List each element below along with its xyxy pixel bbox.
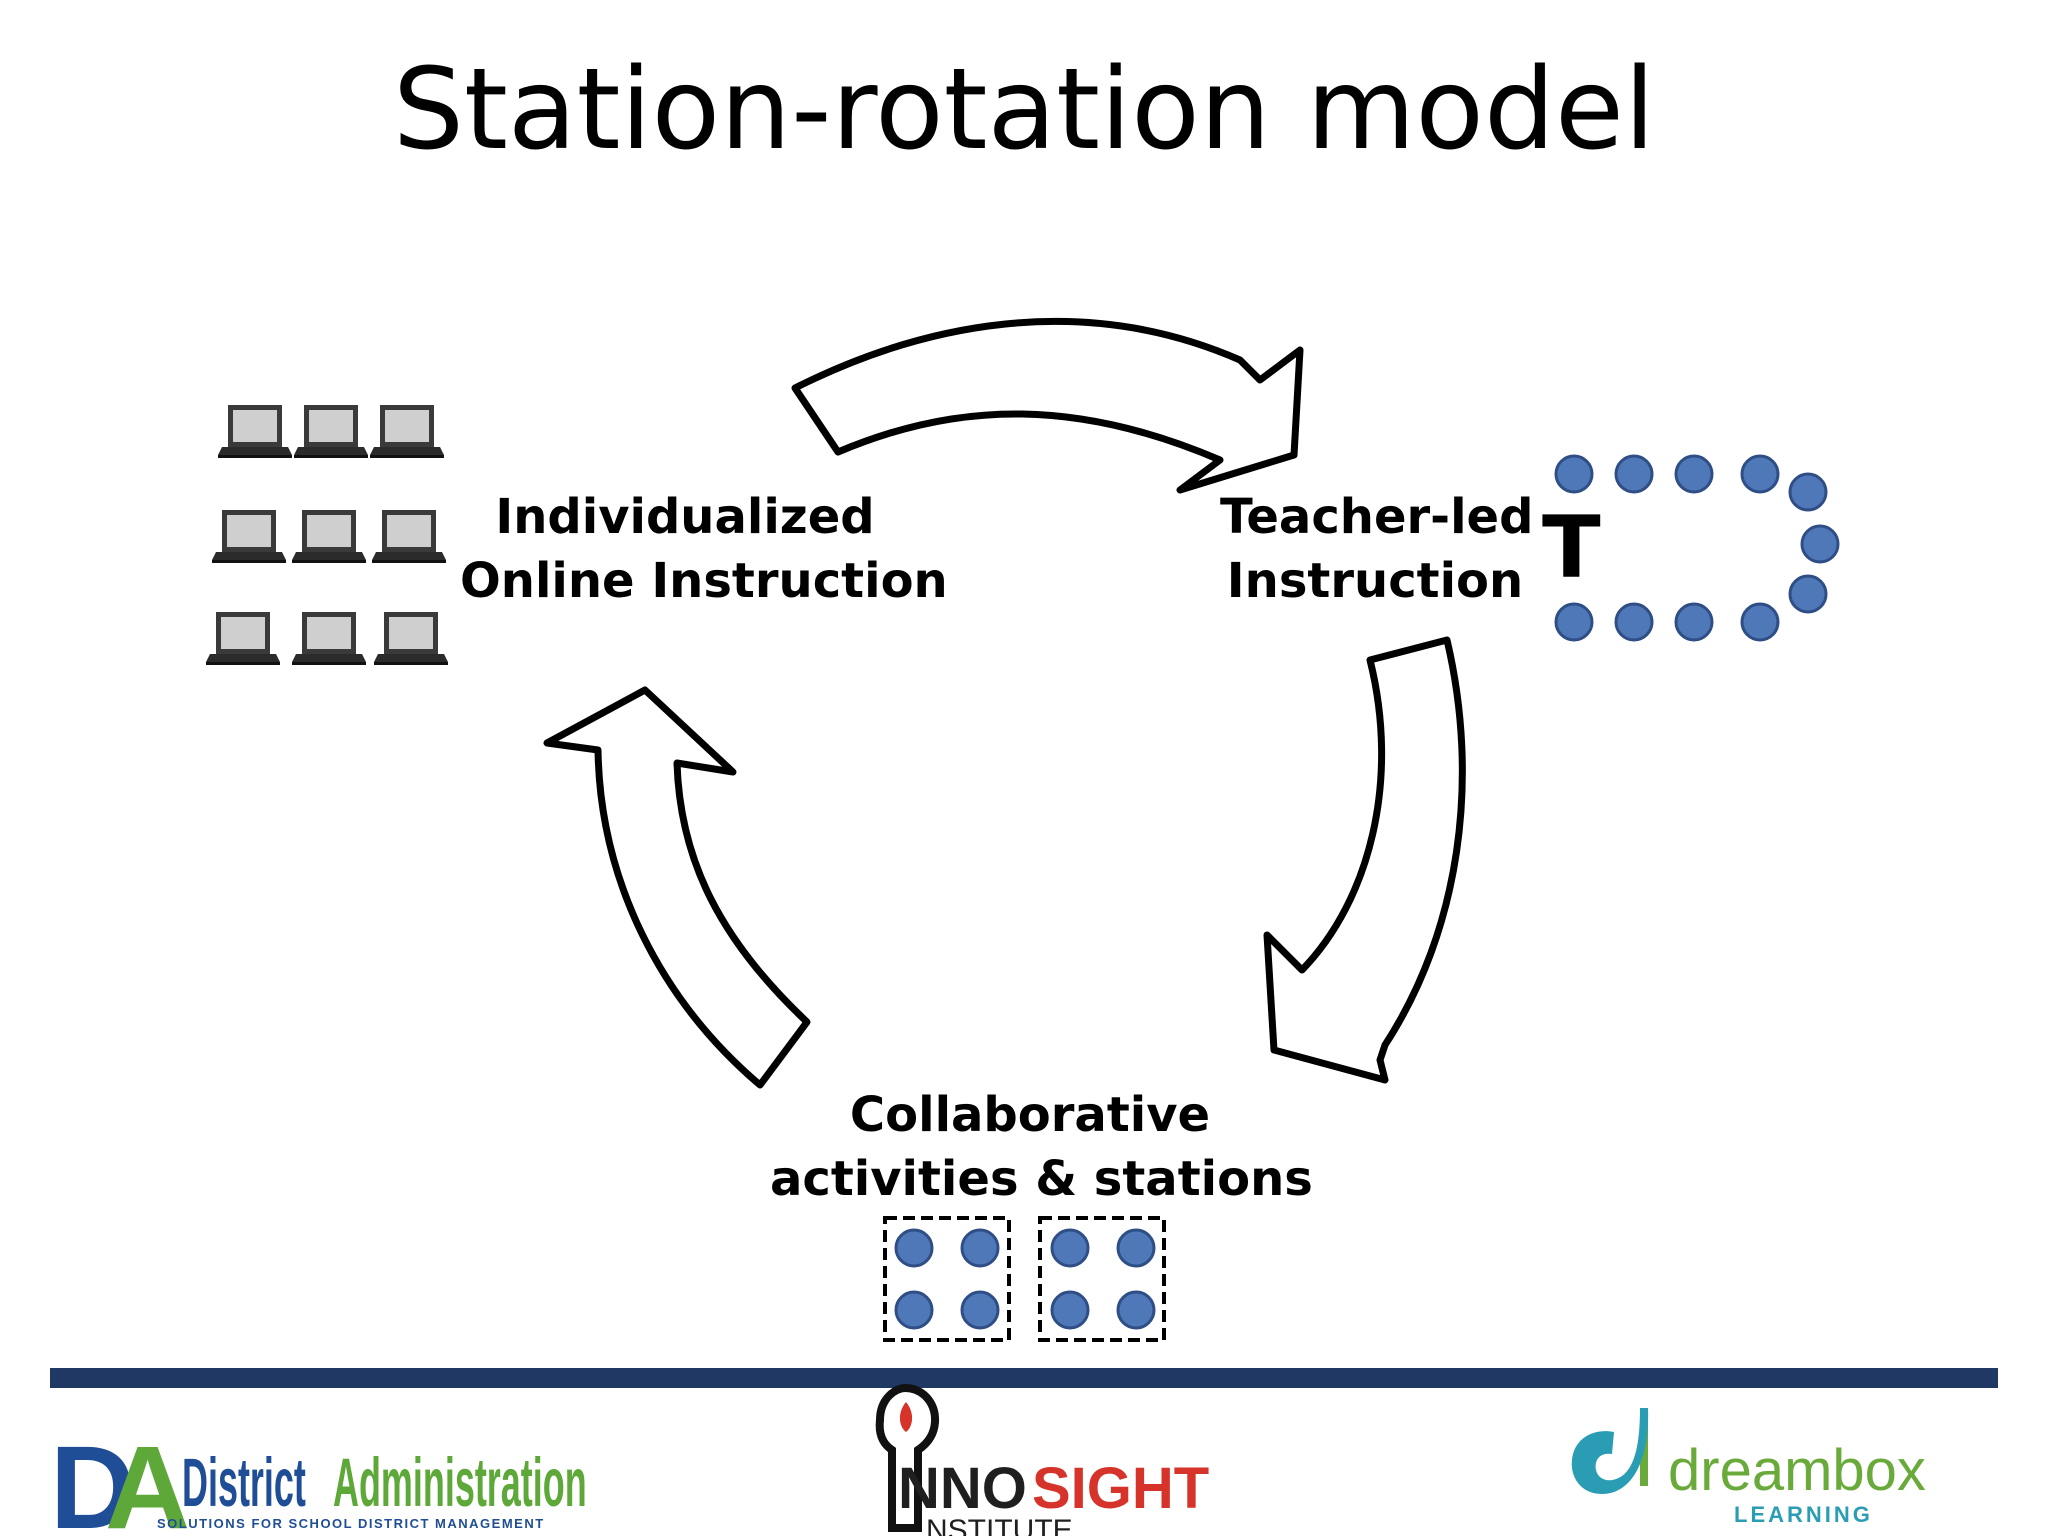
laptop-icon [294, 405, 368, 458]
station-box [883, 1216, 1011, 1342]
student-circle-icon [1116, 1228, 1156, 1268]
laptop-icon [374, 612, 448, 665]
student-circle-icon [1788, 574, 1828, 614]
slide-title: Station-rotation model [392, 45, 1656, 175]
student-circle-icon [1614, 454, 1654, 494]
svg-text:LEARNING: LEARNING [1734, 1502, 1873, 1527]
online-line1: Individualized [495, 489, 875, 545]
arrow-right-icon [1263, 636, 1466, 1084]
laptop-grid [206, 405, 448, 665]
laptop-icon [370, 405, 444, 458]
laptop-icon [212, 510, 286, 563]
student-circle-icon [1740, 602, 1780, 642]
student-circle-icon [1050, 1290, 1090, 1330]
collab-groups [883, 1216, 1166, 1342]
student-circle-icon [960, 1228, 1000, 1268]
svg-text:A: A [105, 1422, 188, 1536]
student-circle-icon [1116, 1290, 1156, 1330]
collaborative-label: Collaborative activities & stations [770, 1083, 1313, 1211]
collab-line1: Collaborative [849, 1087, 1211, 1143]
student-circle-icon [960, 1290, 1000, 1330]
student-circle-icon [1740, 454, 1780, 494]
district-administration-logo: D A District Administration SOLUTIONS FO… [50, 1422, 587, 1536]
svg-text:NNO: NNO [898, 1456, 1027, 1521]
svg-text:Administration: Administration [333, 1445, 587, 1521]
student-circle-icon [1788, 472, 1828, 512]
student-circle-icon [1800, 524, 1840, 564]
teacher-line2: Instruction [1226, 553, 1524, 609]
teacher-led-label: Teacher-led Instruction [1220, 485, 1534, 613]
arrow-left-icon [543, 686, 811, 1089]
student-circle-icon [1674, 602, 1714, 642]
teacher-line1: Teacher-led [1220, 489, 1534, 545]
laptop-icon [206, 612, 280, 665]
svg-text:SOLUTIONS FOR SCHOOL DISTRICT: SOLUTIONS FOR SCHOOL DISTRICT MANAGEMENT [157, 1516, 545, 1531]
footer-bar [50, 1368, 1998, 1388]
teacher-student-group [1554, 454, 1840, 642]
student-circle-icon [894, 1290, 934, 1330]
laptop-icon [292, 612, 366, 665]
laptop-icon [292, 510, 366, 563]
student-circle-icon [894, 1228, 934, 1268]
arrow-top-icon [791, 318, 1304, 494]
teacher-marker: T [1542, 498, 1601, 598]
student-circle-icon [1554, 454, 1594, 494]
laptop-icon [372, 510, 446, 563]
online-instruction-label: Individualized Online Instruction [460, 485, 948, 613]
svg-text:SIGHT: SIGHT [1032, 1456, 1209, 1521]
svg-text:NSTITUTE: NSTITUTE [926, 1514, 1073, 1536]
laptop-icon [218, 405, 292, 458]
svg-text:dreambox: dreambox [1668, 1438, 1926, 1503]
station-box [1038, 1216, 1166, 1342]
online-line2: Online Instruction [460, 553, 948, 609]
dreambox-logo: dreambox LEARNING [1571, 1408, 1926, 1527]
student-circle-icon [1614, 602, 1654, 642]
innosight-logo: NNO SIGHT NSTITUTE [875, 1383, 1209, 1536]
collab-line2: activities & stations [770, 1151, 1313, 1207]
student-circle-icon [1554, 602, 1594, 642]
student-circle-icon [1674, 454, 1714, 494]
student-circle-icon [1050, 1228, 1090, 1268]
svg-text:District: District [182, 1445, 306, 1521]
